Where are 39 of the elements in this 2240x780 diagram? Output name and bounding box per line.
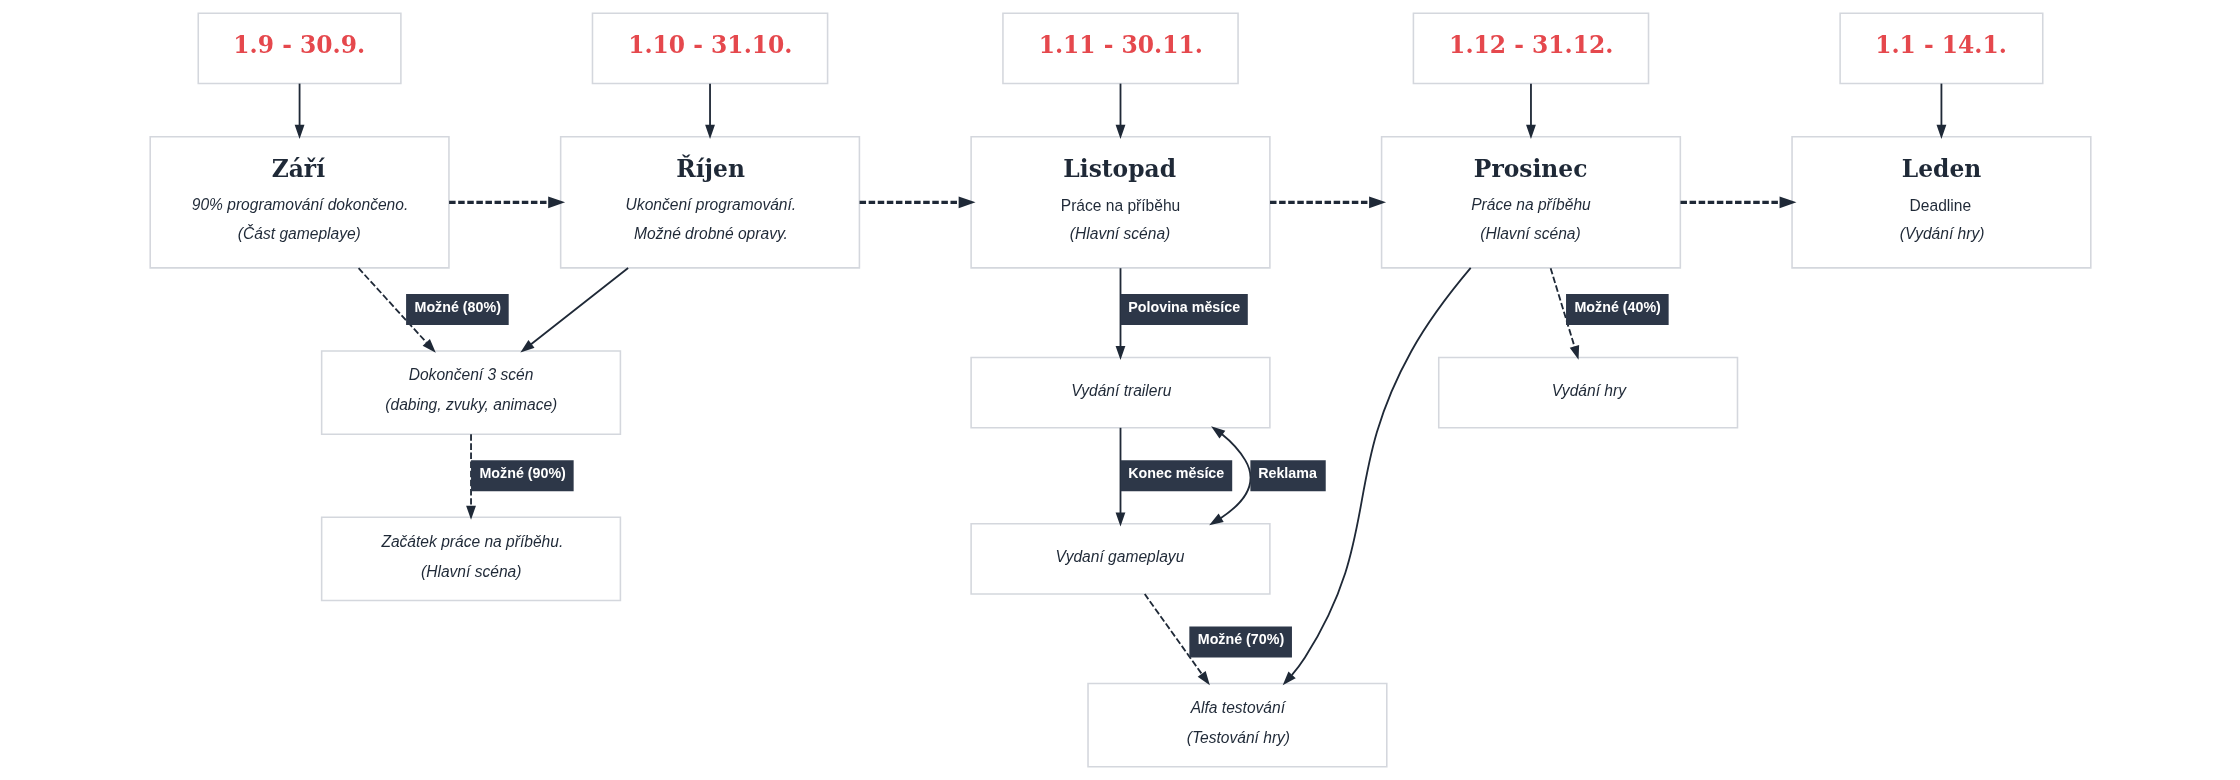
arrow (519, 267, 629, 353)
edge-label: Možné (90%) (478, 465, 566, 482)
arrow (1680, 196, 1796, 209)
edge-label: Možné (70%) (1197, 631, 1284, 648)
node-box: Vydaní gameplayu (969, 523, 1271, 595)
arrow (1936, 82, 1946, 139)
node-box: Vydání traileru (969, 356, 1271, 429)
arrow (448, 196, 565, 209)
arrow (1115, 82, 1125, 139)
arrow (1525, 82, 1536, 139)
node-box: 1.1 - 14.1. (1838, 12, 2043, 85)
node-box: 1.10 - 31.10. (591, 12, 828, 85)
node-box: Alfa testování (Testování hry) (1086, 682, 1388, 768)
edge-label: Možné (80%) (414, 298, 501, 315)
node-box: 1.9 - 30.9. (197, 12, 402, 85)
arrow (357, 267, 436, 353)
edge-label: Konec měsíce (1127, 465, 1224, 482)
arrow (465, 433, 476, 520)
edge-label: Polovina měsíce (1127, 298, 1240, 315)
arrow (1269, 196, 1386, 209)
arrow (1282, 267, 1472, 686)
node-box: Listopad Práce na příběhu (Hlavní scéna) (969, 135, 1271, 269)
arrow (294, 82, 304, 139)
arrow (859, 196, 976, 209)
node-box: Říjen Ukončení programování. Možné drobné opravy. (559, 135, 860, 269)
node-box: 1.11 - 30.11. (1001, 12, 1239, 85)
arrow (1208, 426, 1251, 526)
node-box: Začátek práce na příběhu. (Hlavní scéna) (320, 516, 621, 602)
edge-label: Reklama (1257, 465, 1317, 482)
arrow (704, 82, 715, 139)
node-box: Vydání hry (1437, 356, 1738, 429)
node-box: Leden Deadline (Vydání hry) (1790, 135, 2092, 269)
arrow (1549, 267, 1579, 360)
node-box: Září 90% programování dokončeno. (Část gameplaye) (148, 135, 450, 269)
edge-label: Možné (40%) (1573, 298, 1661, 315)
arrow (1143, 593, 1210, 686)
node-box: Prosinec Práce na příběhu (Hlavní scéna) (1380, 135, 1681, 269)
node-box: Dokončení 3 scén (dabing, zvuky, animace) (320, 350, 621, 435)
node-box: 1.12 - 31.12. (1412, 12, 1649, 85)
